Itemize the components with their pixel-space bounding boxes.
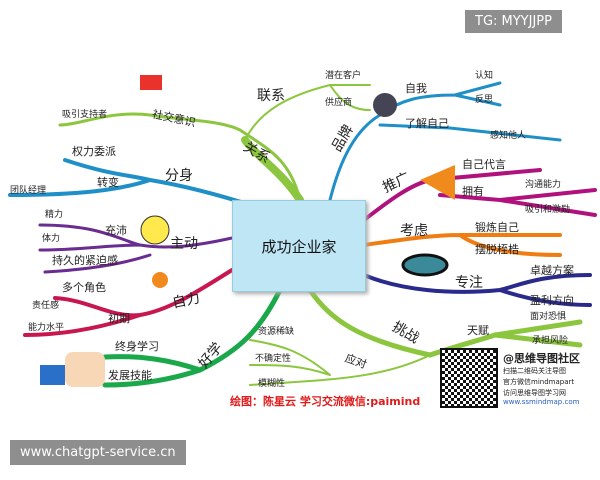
qr-code xyxy=(440,348,498,408)
watermark-bottom: www.chatgpt-service.cn xyxy=(10,440,186,465)
node-quanli[interactable]: 权力委派 xyxy=(72,145,116,158)
node-ziwo[interactable]: 自我 xyxy=(405,82,427,95)
node-jingli[interactable]: 精力 xyxy=(45,210,64,220)
node-zhuanzhu[interactable]: 专注 xyxy=(455,275,483,291)
promo-line-1: 扫描二维码关注导图 xyxy=(503,367,566,375)
central-topic[interactable]: 成功企业家 xyxy=(232,200,366,292)
node-ganzhi[interactable]: 感知他人 xyxy=(490,131,527,141)
node-chongpei[interactable]: 充沛 xyxy=(105,224,127,237)
node-zhudong[interactable]: 主动 xyxy=(170,236,198,252)
node-qianzai[interactable]: 潜在客户 xyxy=(325,71,362,81)
node-chengdan[interactable]: 承担风险 xyxy=(532,336,569,346)
node-mohu[interactable]: 模糊性 xyxy=(258,379,286,389)
node-gongying[interactable]: 供应商 xyxy=(325,98,353,108)
node-yingli[interactable]: 盈利方向 xyxy=(530,294,574,307)
node-chuqi[interactable]: 初期 xyxy=(108,312,130,325)
node-chijiu[interactable]: 持久的紧迫感 xyxy=(52,254,118,267)
node-duanlian[interactable]: 锻炼自己 xyxy=(475,221,519,234)
node-zeren[interactable]: 责任感 xyxy=(32,301,60,311)
node-daiyan[interactable]: 自己代言 xyxy=(462,158,506,171)
node-tuandui[interactable]: 团队经理 xyxy=(10,186,47,196)
node-baituo[interactable]: 摆脱桎梏 xyxy=(475,243,519,256)
credit-text: 绘图：陈星云 学习交流微信:paimind xyxy=(230,395,421,408)
node-liaojie[interactable]: 了解自己 xyxy=(405,117,449,130)
node-lianxi[interactable]: 联系 xyxy=(257,88,285,104)
node-tili[interactable]: 体力 xyxy=(42,234,61,244)
node-zhongshen[interactable]: 终身学习 xyxy=(115,340,159,353)
node-kaolv[interactable]: 考虑 xyxy=(400,223,428,239)
node-zhuoyue[interactable]: 卓越方案 xyxy=(530,264,574,277)
node-fenshen[interactable]: 分身 xyxy=(165,168,193,184)
node-ziyuan[interactable]: 资源稀缺 xyxy=(258,327,295,337)
node-buque[interactable]: 不确定性 xyxy=(255,354,292,364)
node-renzhi[interactable]: 认知 xyxy=(475,71,494,81)
node-xiyin[interactable]: 吸引支持者 xyxy=(62,110,108,120)
node-nengli[interactable]: 能力水平 xyxy=(28,323,65,333)
node-yongyou[interactable]: 拥有 xyxy=(462,185,484,198)
promo-url[interactable]: www.ssmindmap.com xyxy=(503,398,580,406)
node-jili[interactable]: 吸引和激励 xyxy=(525,205,571,215)
promo-title: @思维导图社区 xyxy=(503,352,580,365)
node-mianDui[interactable]: 面对恐惧 xyxy=(530,312,567,322)
node-fazhan[interactable]: 发展技能 xyxy=(108,369,152,382)
promo-line-3: 访问思维导图学习网 xyxy=(503,389,566,397)
watermark-top: TG: MYYJJPP xyxy=(465,10,562,33)
node-zhuanbian[interactable]: 转变 xyxy=(97,176,119,189)
node-fansi[interactable]: 反思 xyxy=(475,95,494,105)
node-tianfu[interactable]: 天赋 xyxy=(467,324,489,337)
node-goutong[interactable]: 沟通能力 xyxy=(525,180,562,190)
promo-line-2: 官方微信mindmapart xyxy=(503,378,575,386)
node-duoge[interactable]: 多个角色 xyxy=(62,281,106,294)
